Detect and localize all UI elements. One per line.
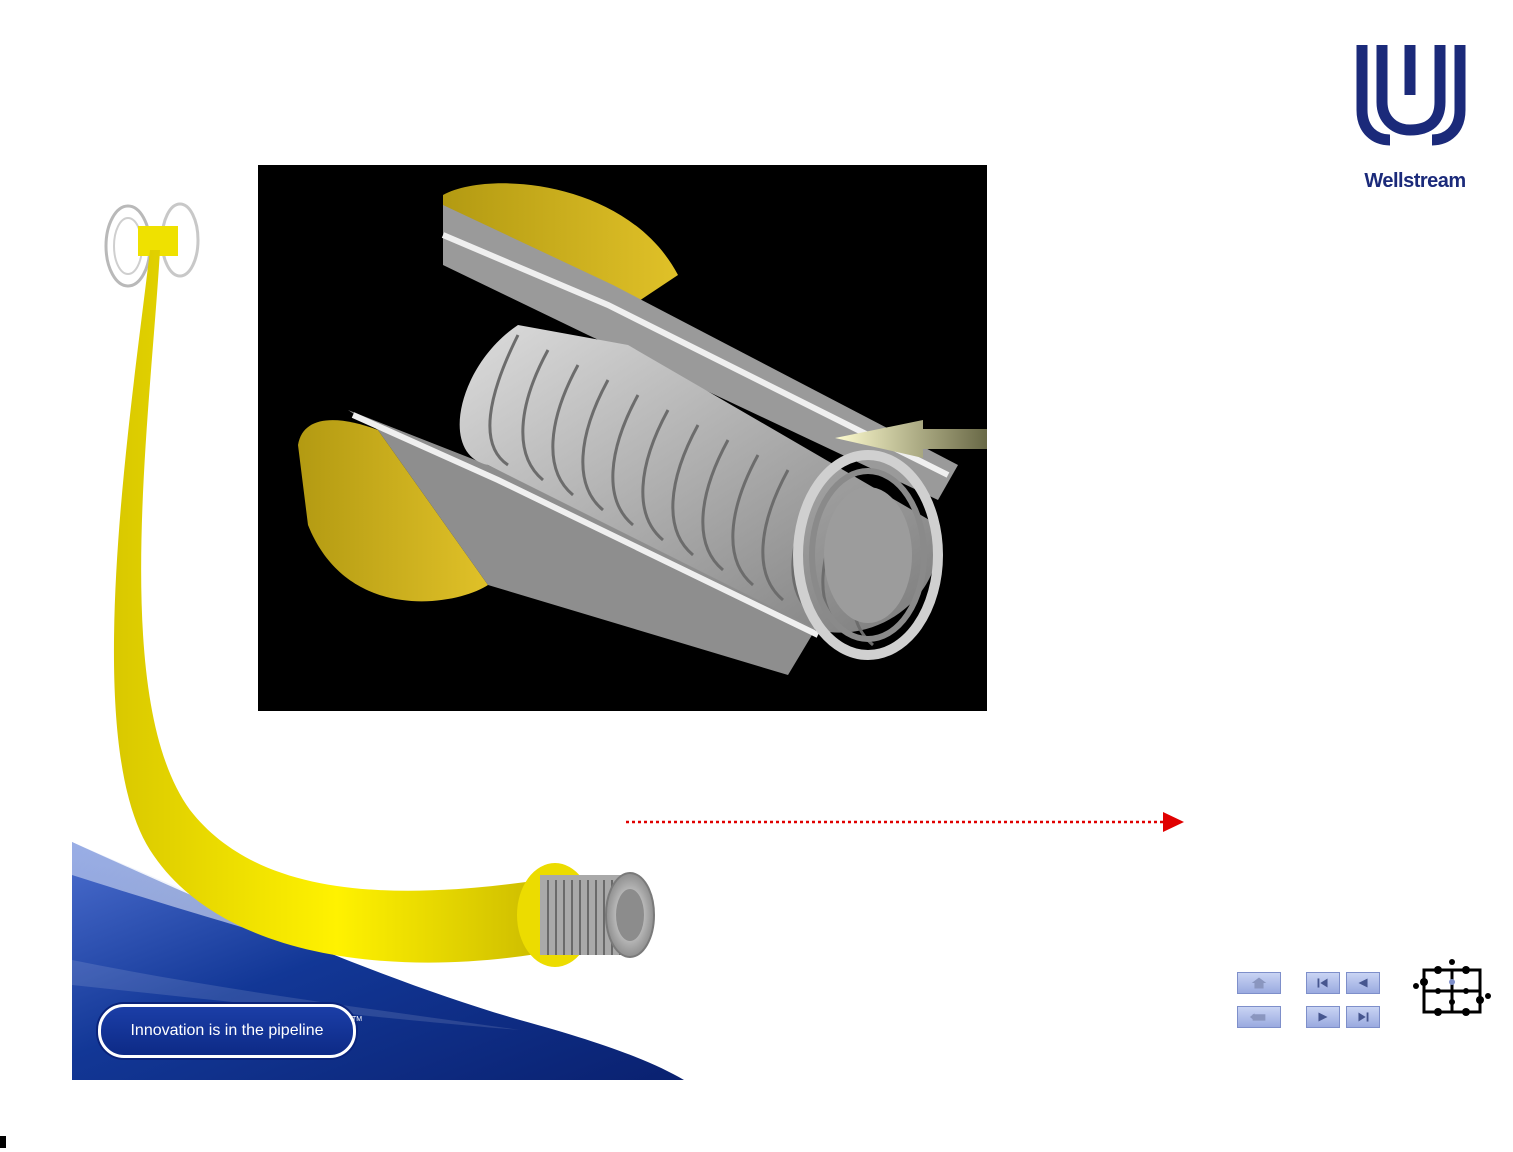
logo-wordmark: Wellstream — [1350, 170, 1480, 193]
wellstream-logo: Wellstream — [1350, 40, 1480, 200]
last-slide-button[interactable] — [1346, 1006, 1380, 1028]
return-button[interactable] — [1237, 1006, 1281, 1028]
previous-icon — [1347, 973, 1379, 993]
home-button[interactable] — [1237, 972, 1281, 994]
puzzle-icon[interactable] — [1410, 958, 1494, 1022]
red-dotted-arrow — [620, 810, 1190, 834]
wellstream-mark-icon — [1350, 40, 1480, 170]
next-slide-button[interactable] — [1306, 1006, 1340, 1028]
home-icon — [1238, 973, 1280, 993]
first-slide-button[interactable] — [1306, 972, 1340, 994]
pipe-cutaway-image — [258, 165, 987, 711]
tagline-badge: Innovation is in the pipeline — [98, 1004, 356, 1058]
next-icon — [1307, 1007, 1339, 1027]
last-icon — [1347, 1007, 1379, 1027]
corner-mark — [0, 1136, 6, 1148]
pipe-cutaway-drawing — [258, 165, 987, 711]
previous-slide-button[interactable] — [1346, 972, 1380, 994]
return-icon — [1238, 1007, 1280, 1027]
trademark-mark: TM — [352, 1016, 362, 1023]
first-icon — [1307, 973, 1339, 993]
tagline-text: Innovation is in the pipeline — [130, 1022, 323, 1040]
